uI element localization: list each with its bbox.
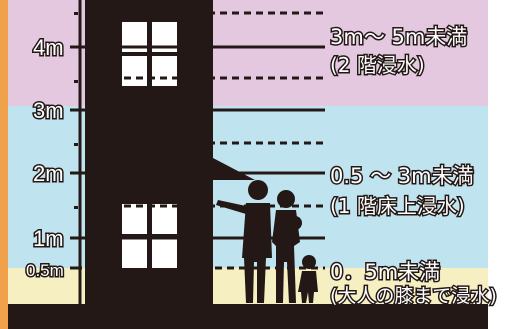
band-label-2f-note: (2 階浸水)	[330, 53, 425, 77]
axis-label-4m: 4m	[33, 35, 64, 60]
band-label-1f-range: 0.5 ～ 3m未満	[330, 164, 474, 188]
half-meter-dashes	[112, 11, 325, 270]
axis-label-3m: 3m	[33, 98, 64, 123]
frame-left	[0, 0, 8, 329]
axis-label-1m: 1m	[33, 226, 64, 251]
band-label-knee-range: 0．5m未満	[330, 260, 440, 284]
band-label-2f-range: 3m～ 5m未満	[330, 25, 467, 49]
frame-right	[488, 0, 511, 329]
building-icon	[85, 0, 255, 304]
family-silhouette-icon	[216, 180, 318, 303]
axis-label-0-5m: 0.5m	[26, 261, 64, 280]
band-label-knee-note: (大人の膝まで浸水)	[330, 285, 497, 307]
ground	[8, 304, 488, 329]
band-label-1f-note: (1 階床上浸水)	[330, 194, 465, 218]
axis-dotted-ticks	[74, 12, 78, 209]
axis-label-2m: 2m	[33, 161, 64, 186]
meter-lines	[70, 45, 325, 270]
